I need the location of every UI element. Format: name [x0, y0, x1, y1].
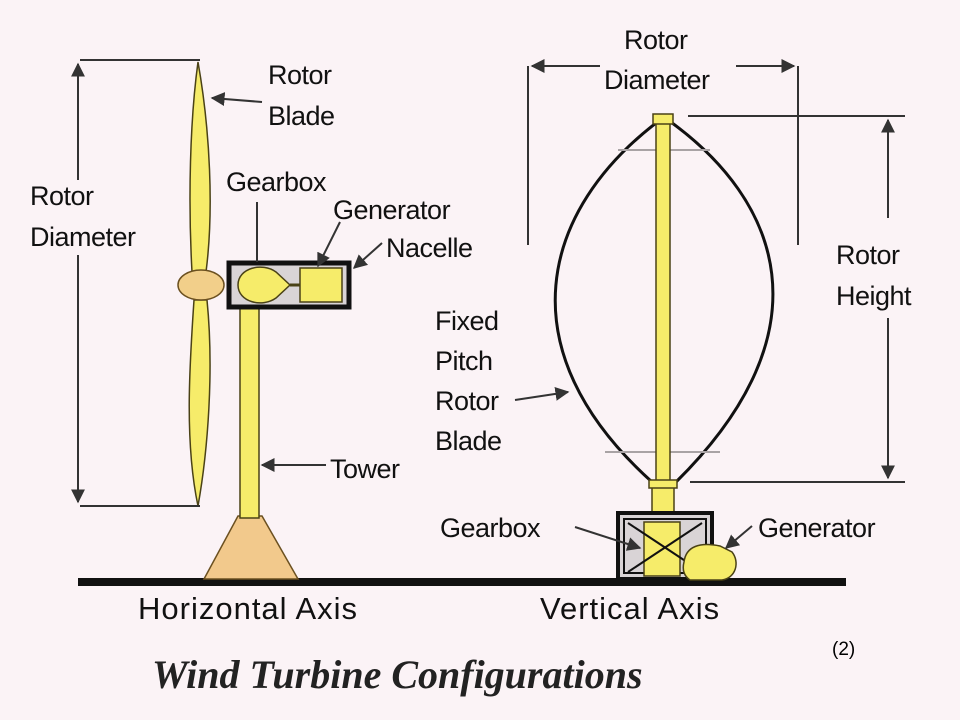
h-nacelle-label: Nacelle [386, 233, 473, 263]
vertical-rotor-blade-right [667, 118, 775, 484]
h-rotor-diameter-line1: Rotor [30, 181, 94, 211]
h-rotor-blade-line1: Rotor [268, 60, 332, 90]
v-rotor-label: Rotor [435, 386, 499, 416]
diagram-title: Wind Turbine Configurations [152, 652, 643, 697]
h-rotor-blade-line2: Blade [268, 101, 335, 131]
v-rotor-diameter-line1: Rotor [624, 25, 688, 55]
v-rotor-height-line2: Height [836, 281, 912, 311]
citation-label: (2) [832, 639, 855, 660]
vertical-rotor-blade-left [553, 118, 661, 484]
h-tower-label: Tower [330, 454, 400, 484]
h-generator-label: Generator [333, 195, 451, 225]
v-fixed-label: Fixed [435, 306, 499, 336]
shaft-top-cap [652, 113, 674, 125]
v-blade-label: Blade [435, 426, 502, 456]
horizontal-axis-label: Horizontal Axis [138, 591, 358, 626]
h-rotor-diameter-line2: Diameter [30, 222, 136, 252]
v-rotor-diameter-line2: Diameter [604, 65, 710, 95]
generator-h [299, 267, 343, 303]
h-gearbox-label: Gearbox [226, 167, 327, 197]
vertical-axis-label: Vertical Axis [540, 591, 720, 626]
generator-v [682, 543, 737, 581]
vertical-shaft [655, 121, 671, 483]
tower-base [202, 515, 300, 580]
tower [239, 299, 260, 519]
v-generator-label: Generator [758, 513, 876, 543]
v-rotor-height-line1: Rotor [836, 240, 900, 270]
rotor-hub [177, 269, 225, 301]
rotor-blade-upper [189, 61, 211, 273]
ground-line [78, 578, 846, 586]
rotor-blade-lower [188, 299, 211, 507]
v-gearbox-label: Gearbox [440, 513, 541, 543]
v-pitch-label: Pitch [435, 346, 493, 376]
